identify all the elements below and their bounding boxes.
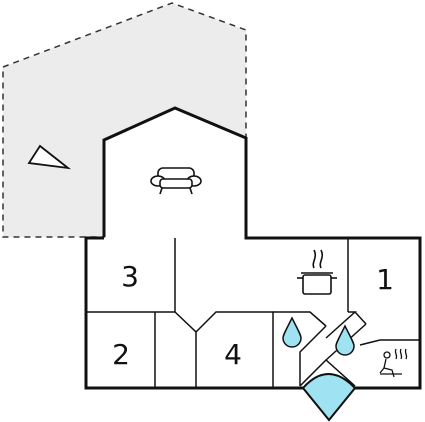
room-number-1: 1 <box>376 263 394 296</box>
water-drop-icon <box>335 324 355 356</box>
outer-walls <box>84 106 422 390</box>
direction-triangle-icon <box>27 144 72 170</box>
sofa-icon <box>150 167 202 195</box>
room-number-2: 2 <box>112 338 130 371</box>
sauna-icon <box>379 348 408 378</box>
room-number-3: 3 <box>121 260 139 293</box>
jacuzzi-area <box>301 373 357 422</box>
water-drop-icon <box>282 316 302 348</box>
room-number-4: 4 <box>224 338 242 371</box>
cooking-pot-icon <box>297 249 337 295</box>
terrace-area <box>2 2 247 238</box>
